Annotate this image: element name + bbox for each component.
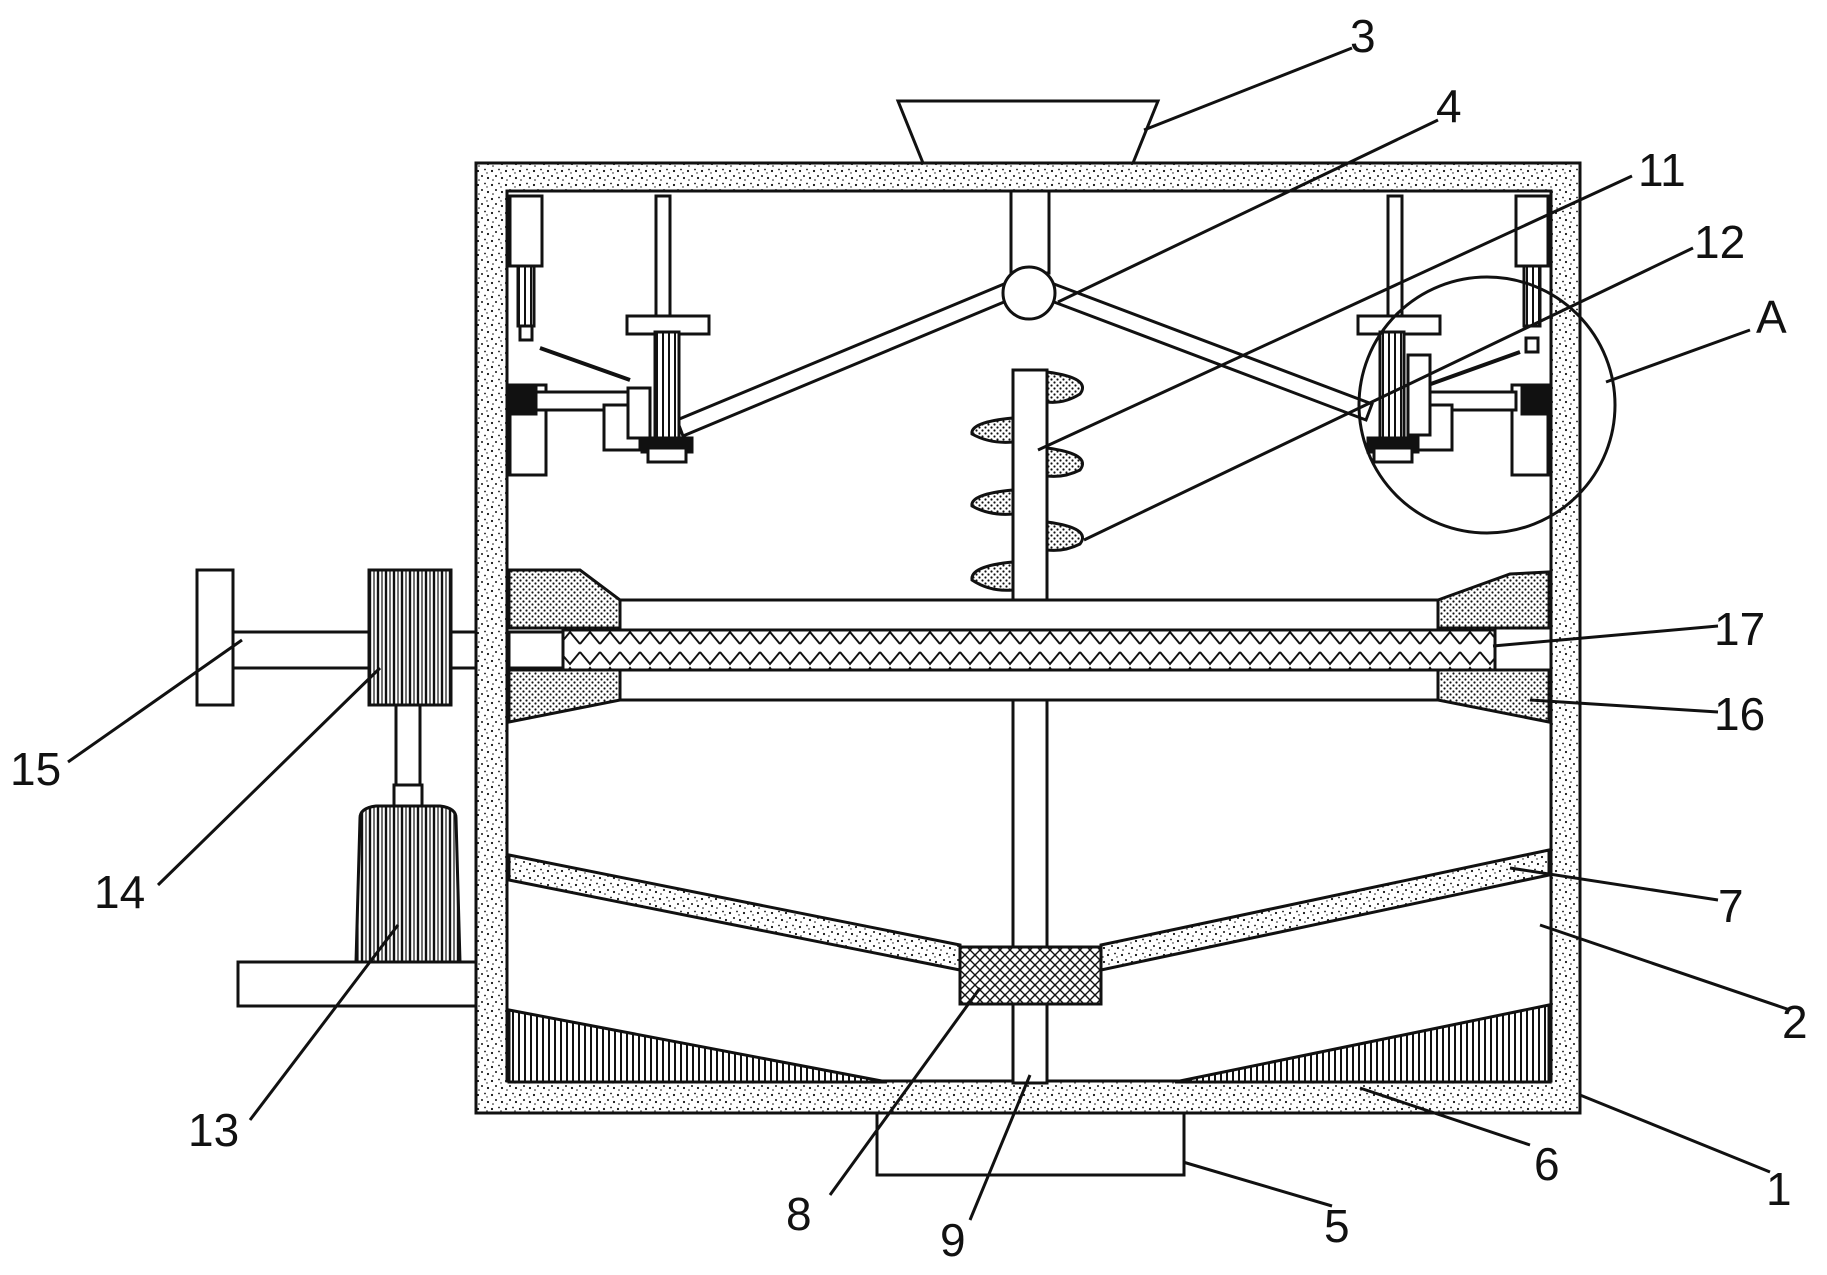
- central-shaft: [1011, 698, 1049, 1085]
- label-9: 9: [940, 1214, 966, 1266]
- motor-shaft: [394, 703, 422, 787]
- central-hub: [1001, 265, 1057, 321]
- motor: [354, 804, 462, 964]
- label-3: 3: [1350, 10, 1376, 62]
- mesh-block: [958, 945, 1103, 1006]
- part-label-group: 3 4 11 12 A 17 16 7 2 6 1 5 9 8 13 14 15: [10, 10, 1808, 1266]
- label-13: 13: [188, 1104, 239, 1156]
- leader-lines: [67, 46, 1791, 1221]
- external-drive: [195, 568, 478, 1008]
- label-4: 4: [1436, 80, 1462, 132]
- upper-disc: [618, 598, 1440, 632]
- side-block-upper-right: [1436, 570, 1551, 630]
- label-2: 2: [1782, 996, 1808, 1048]
- left-side-socket: [507, 630, 565, 670]
- screw-shaft: [1011, 368, 1049, 602]
- label-a: A: [1756, 291, 1787, 343]
- left-mechanism: [508, 194, 711, 477]
- grinding-layer: [561, 628, 1497, 672]
- label-12: 12: [1694, 216, 1745, 268]
- label-6: 6: [1534, 1138, 1560, 1190]
- label-17: 17: [1714, 603, 1765, 655]
- top-hanger: [1009, 189, 1051, 275]
- lower-disc: [618, 668, 1440, 702]
- lower-deflector-left: [507, 1008, 888, 1084]
- feed-hopper: [895, 99, 1161, 165]
- handwheel: [195, 568, 235, 707]
- label-14: 14: [94, 866, 145, 918]
- screw-blades: [970, 370, 1084, 592]
- motor-base: [236, 960, 478, 1008]
- side-block-upper-left: [507, 568, 622, 630]
- label-11: 11: [1638, 144, 1686, 196]
- side-block-lower-left: [507, 668, 622, 724]
- label-7: 7: [1718, 880, 1744, 932]
- label-16: 16: [1714, 688, 1765, 740]
- lower-deflector-right: [1174, 1003, 1551, 1084]
- label-15: 15: [10, 743, 61, 795]
- label-8: 8: [786, 1188, 812, 1240]
- label-5: 5: [1324, 1200, 1350, 1252]
- detail-circle-a: [1357, 275, 1617, 535]
- drive-gear: [367, 568, 453, 707]
- label-1: 1: [1766, 1163, 1792, 1215]
- side-block-lower-right: [1436, 668, 1551, 724]
- discharge-pipe: [875, 1111, 1186, 1177]
